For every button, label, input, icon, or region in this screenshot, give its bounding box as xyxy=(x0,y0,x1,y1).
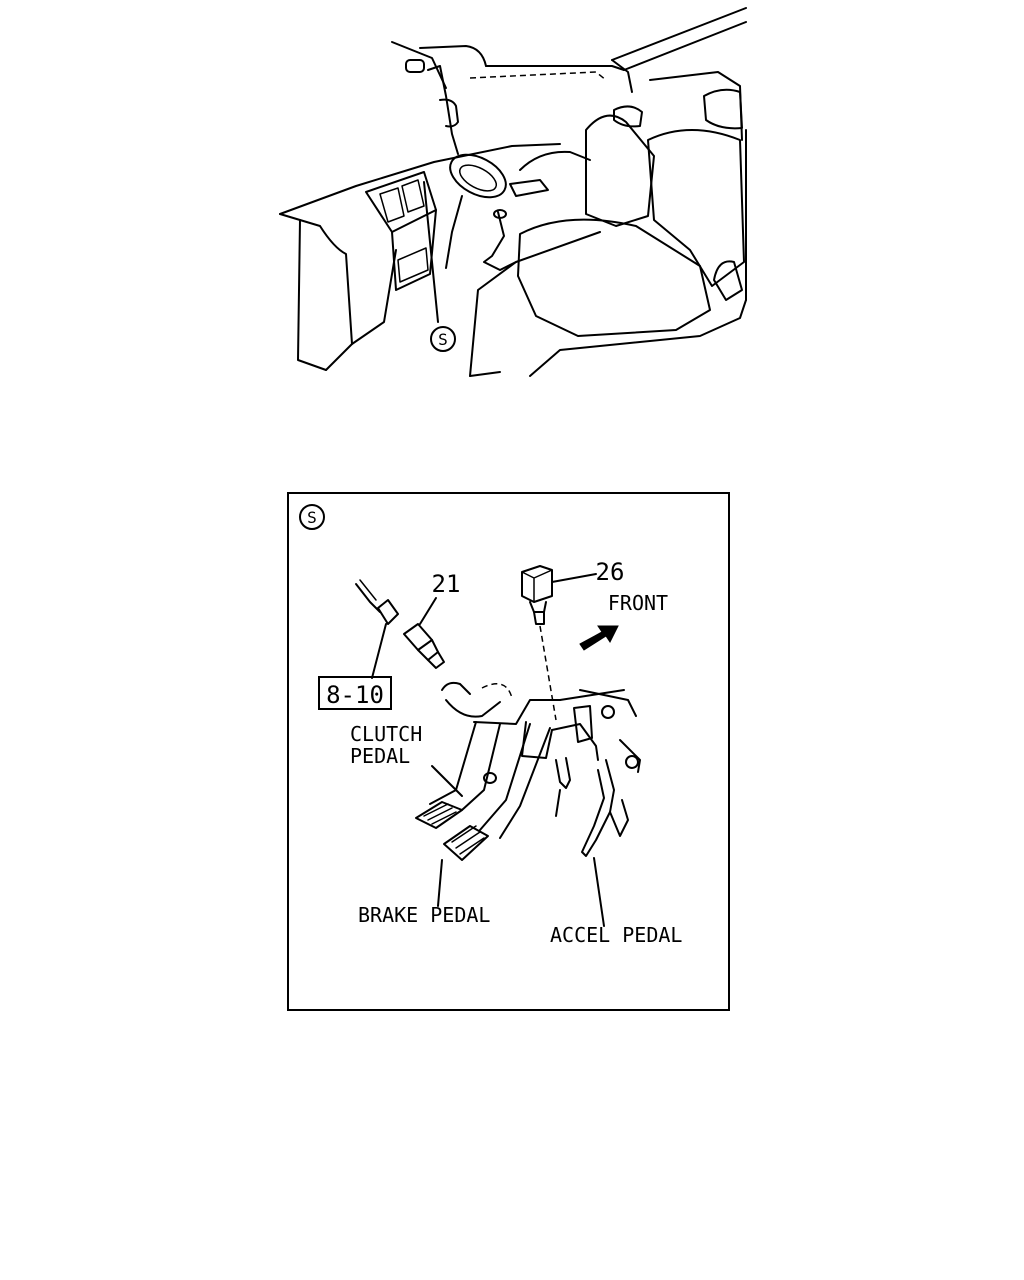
detail-marker xyxy=(299,504,325,530)
connector-8-10 xyxy=(355,579,399,679)
cab-interior-illustration: S xyxy=(279,7,747,377)
brake-pedal-label: BRAKE PEDAL xyxy=(358,903,490,927)
steering-wheel xyxy=(449,153,507,199)
detail-marker-label: S xyxy=(307,508,317,527)
accel-switch-26 xyxy=(521,565,597,721)
driver-seatback xyxy=(585,114,655,227)
pedal-assembly xyxy=(415,681,641,861)
seat-cushion xyxy=(517,218,711,337)
brake-leader xyxy=(437,859,443,907)
cab-location-marker xyxy=(430,326,456,352)
cab-location-marker-label: S xyxy=(438,330,448,349)
callout-21: 21 xyxy=(432,570,461,598)
detail-frame xyxy=(287,492,730,1011)
clutch-label-line2: PEDAL xyxy=(350,744,410,768)
mirror-icon xyxy=(405,59,425,73)
ref-box xyxy=(318,676,392,710)
callout-26: 26 xyxy=(596,558,625,586)
clutch-label-line1: CLUTCH xyxy=(350,722,422,746)
front-label: FRONT xyxy=(608,591,668,615)
clutch-leader xyxy=(431,765,463,797)
accel-pedal-label: ACCEL PEDAL xyxy=(550,923,682,947)
ref-box-label: 8-10 xyxy=(326,681,384,709)
brake-pedal-pad xyxy=(443,825,489,861)
clutch-switch-21 xyxy=(403,597,445,669)
accel-leader xyxy=(593,857,605,927)
detail-panel: S 8-10 21 26 FRONT xyxy=(287,492,730,1011)
passenger-seatback xyxy=(647,129,745,287)
clutch-pedal-pad xyxy=(415,801,463,829)
front-arrow-icon xyxy=(579,625,619,651)
